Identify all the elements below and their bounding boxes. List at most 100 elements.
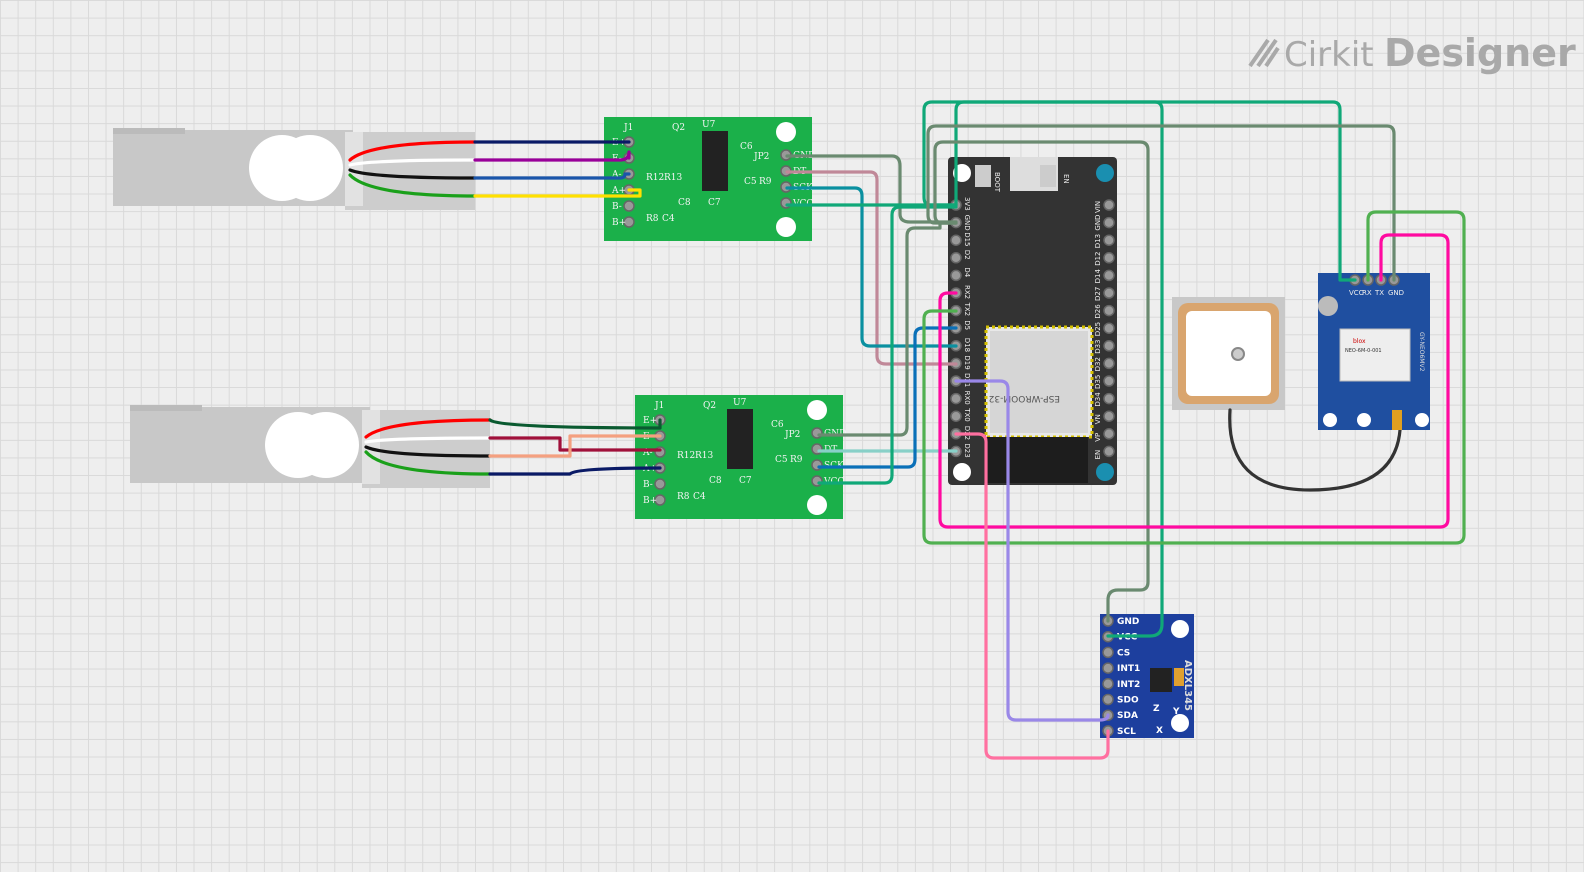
wire-gnd-gps[interactable] xyxy=(926,124,1396,282)
axis-z: Z xyxy=(1153,704,1160,714)
pin-r-gnd[interactable] xyxy=(1103,216,1115,229)
wire-3v3-gps[interactable] xyxy=(954,100,1357,282)
wire-lc2-3[interactable] xyxy=(488,434,662,458)
wire-d22-scl[interactable] xyxy=(954,432,1110,760)
wire-rx2-gps-tx[interactable] xyxy=(938,233,1450,529)
pin-label-r-d27: D27 xyxy=(1094,287,1102,301)
pin-r-d35[interactable] xyxy=(1103,375,1115,387)
logo-brand: Cirkit xyxy=(1284,35,1374,75)
adxl-name: ADXL345 xyxy=(1182,660,1193,711)
wires xyxy=(473,100,1466,760)
hx711-board-2[interactable]: J1 Q2 U7 C6 JP2 R12 R13 C5 R9 R8 C4 C8 C… xyxy=(635,395,846,519)
pin-d15[interactable] xyxy=(950,234,962,246)
wire-gnd-adxl[interactable] xyxy=(933,140,1150,623)
pin-label-d19: D19 xyxy=(963,355,971,369)
wire-tx2-gps-rx[interactable] xyxy=(922,210,1466,545)
pin-r-vin[interactable] xyxy=(1103,199,1115,211)
wire-lc1-aplus[interactable] xyxy=(473,188,642,198)
label-r8: R8 xyxy=(646,214,659,224)
pin-r-vn[interactable] xyxy=(1103,410,1115,422)
wire-hx1-sck[interactable] xyxy=(785,186,958,348)
pin-rx0[interactable] xyxy=(950,392,962,405)
pin-r-d12[interactable] xyxy=(1103,252,1115,264)
wire-d21-sda[interactable] xyxy=(954,379,1110,722)
label-q2: Q2 xyxy=(672,123,685,133)
pin-b+[interactable] xyxy=(623,216,635,228)
pin-r-vp[interactable] xyxy=(1103,428,1115,440)
pin-label-a-: A- xyxy=(611,170,622,180)
wire-hx1-dt[interactable] xyxy=(785,170,958,366)
ublox-label: blox xyxy=(1353,338,1366,345)
logo-icon xyxy=(1248,38,1280,68)
boot-button[interactable] xyxy=(975,165,991,187)
label-u7: U7 xyxy=(733,398,747,408)
wire-hx2-gnd[interactable] xyxy=(817,221,958,437)
pin-label-r-d13: D13 xyxy=(1094,234,1102,248)
pin-d4[interactable] xyxy=(950,269,962,282)
pin-adxl-cs[interactable] xyxy=(1102,646,1114,659)
pin-d2[interactable] xyxy=(950,252,962,264)
hx711-board-1[interactable]: J1 Q2 U7 C6 JP2 R12 R13 C5 R9 R8 C4 C8 C… xyxy=(604,117,815,241)
pin-label-gps-vcc: VCC xyxy=(1349,289,1364,297)
pin-label-gps-gnd: GND xyxy=(1388,289,1404,297)
pin-label-3v3: 3V3 xyxy=(963,197,971,211)
pin-r-en[interactable] xyxy=(1103,445,1115,458)
load-cell-2[interactable] xyxy=(130,405,492,488)
chip-label: NEO-6M-0-001 xyxy=(1345,348,1382,354)
pin-r-d13[interactable] xyxy=(1103,234,1115,246)
pin-label-r-vp: VP xyxy=(1094,433,1102,442)
pin-b-[interactable] xyxy=(623,200,635,212)
pin-r-d25[interactable] xyxy=(1103,322,1115,334)
pin-label-r-d26: D26 xyxy=(1094,304,1102,319)
label-r9: R9 xyxy=(759,177,772,187)
wire-lc2-2[interactable] xyxy=(488,436,662,452)
pin-label-d4: D4 xyxy=(963,267,971,277)
pin-adxl-sdo[interactable] xyxy=(1102,693,1114,706)
pin-label-r-gnd: GND xyxy=(1094,215,1102,231)
pin-b+[interactable] xyxy=(654,494,666,506)
pin-r-d27[interactable] xyxy=(1103,287,1115,299)
wire-lc2-1[interactable] xyxy=(488,418,662,430)
label-r12: R12 xyxy=(677,451,695,461)
pin-label-tx0: TX0 xyxy=(963,407,971,422)
pin-r-d14[interactable] xyxy=(1103,269,1115,282)
pin-label-tx2: TX2 xyxy=(963,302,971,317)
pin-adxl-int1[interactable] xyxy=(1102,662,1114,674)
pin-r-d33[interactable] xyxy=(1103,340,1115,352)
wire-hx1-gnd[interactable] xyxy=(785,154,958,224)
wire-hx2-sck[interactable] xyxy=(817,326,958,469)
boot-label: BOOT xyxy=(993,172,1001,193)
pin-r-d26[interactable] xyxy=(1103,304,1115,317)
pin-label-r-d34: D34 xyxy=(1094,392,1102,407)
esp32-board[interactable]: BOOT EN ESP-WROOM-32 3V3GNDD15D2D4RX2TX2… xyxy=(948,157,1117,485)
pin-label-adxl-scl: SCL xyxy=(1117,727,1136,737)
label-r13: R13 xyxy=(664,173,683,183)
label-c5: C5 xyxy=(775,455,788,465)
pin-label-d2: D2 xyxy=(963,250,971,260)
gps-antenna[interactable] xyxy=(1172,297,1402,492)
wire-lc1-aminus[interactable] xyxy=(473,172,631,180)
pin-b-[interactable] xyxy=(654,478,666,490)
wire-hx2-vcc[interactable] xyxy=(817,205,958,485)
label-j1: J1 xyxy=(654,401,664,411)
board-label: GY-NEO6MV2 xyxy=(1418,332,1425,372)
pin-label-adxl-sda: SDA xyxy=(1117,711,1138,721)
en-button[interactable] xyxy=(1040,165,1056,187)
pin-label-r-vn: VN xyxy=(1094,414,1102,424)
pin-label-e+: E+ xyxy=(643,416,657,426)
pin-label-r-d33: D33 xyxy=(1094,339,1102,353)
pin-label-a-: A- xyxy=(642,448,653,458)
pin-label-adxl-gnd: GND xyxy=(1117,617,1139,627)
pin-r-d32[interactable] xyxy=(1103,357,1115,370)
load-cell-1[interactable] xyxy=(113,128,477,210)
pin-adxl-int2[interactable] xyxy=(1102,678,1114,690)
label-u7: U7 xyxy=(702,120,716,130)
wire-lc1-eminus[interactable] xyxy=(473,150,631,162)
wire-lc2-4[interactable] xyxy=(488,466,662,476)
cirkit-logo: Cirkit Designer xyxy=(1248,31,1576,75)
pin-r-d34[interactable] xyxy=(1103,392,1115,405)
pin-tx0[interactable] xyxy=(950,410,962,422)
